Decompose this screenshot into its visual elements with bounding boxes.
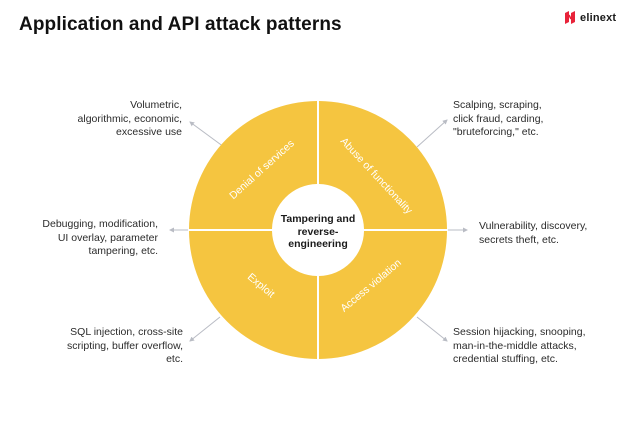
segment-denial-of-services: [189, 101, 317, 229]
note-top-left: Volumetric, algorithmic, economic, exces…: [78, 99, 182, 140]
note-mid-right: Vulnerability, discovery, secrets theft,…: [479, 220, 587, 247]
brand-logo: elinext: [564, 10, 616, 25]
note-line: UI overlay, parameter: [57, 231, 158, 244]
note-bottom-left: SQL injection, cross-site scripting, buf…: [67, 326, 183, 367]
brand-name: elinext: [580, 11, 617, 24]
note-line: Debugging, modification,: [42, 218, 158, 230]
segment-abuse-of-functionality: [319, 101, 447, 229]
note-line: click fraud, carding,: [453, 112, 544, 125]
center-circle: [273, 185, 363, 275]
segment-exploit: [189, 231, 317, 359]
note-line: Volumetric,: [130, 99, 182, 111]
note-bottom-right: Session hijacking, snooping, man-in-the-…: [453, 326, 586, 367]
arrow-bottom-left: [189, 316, 221, 342]
note-line: credential stuffing, etc.: [453, 353, 558, 365]
note-mid-left: Debugging, modification, UI overlay, par…: [42, 218, 158, 259]
note-line: etc.: [166, 353, 183, 365]
note-line: "bruteforcing," etc.: [453, 126, 539, 138]
note-line: tampering, etc.: [88, 245, 158, 257]
arrow-bottom-right: [416, 316, 448, 342]
note-line: Session hijacking, snooping,: [453, 326, 586, 338]
arrow-top-right: [416, 119, 448, 148]
note-line: Vulnerability, discovery,: [479, 220, 588, 232]
segment-access-violation: [319, 231, 447, 359]
note-top-right: Scalping, scraping, click fraud, carding…: [453, 99, 543, 140]
note-line: secrets theft, etc.: [479, 233, 559, 246]
note-line: man-in-the-middle attacks,: [453, 339, 577, 352]
note-line: algorithmic, economic,: [77, 112, 182, 125]
page-title: Application and API attack patterns: [19, 14, 342, 35]
elinext-logo-icon: [565, 11, 575, 24]
note-line: Scalping, scraping,: [453, 99, 542, 111]
arrow-top-left: [189, 121, 225, 148]
note-line: SQL injection, cross-site: [70, 326, 183, 338]
note-line: scripting, buffer overflow,: [67, 339, 183, 352]
note-line: excessive use: [116, 126, 182, 138]
center-label: Tampering and reverse-engineering: [280, 213, 356, 250]
